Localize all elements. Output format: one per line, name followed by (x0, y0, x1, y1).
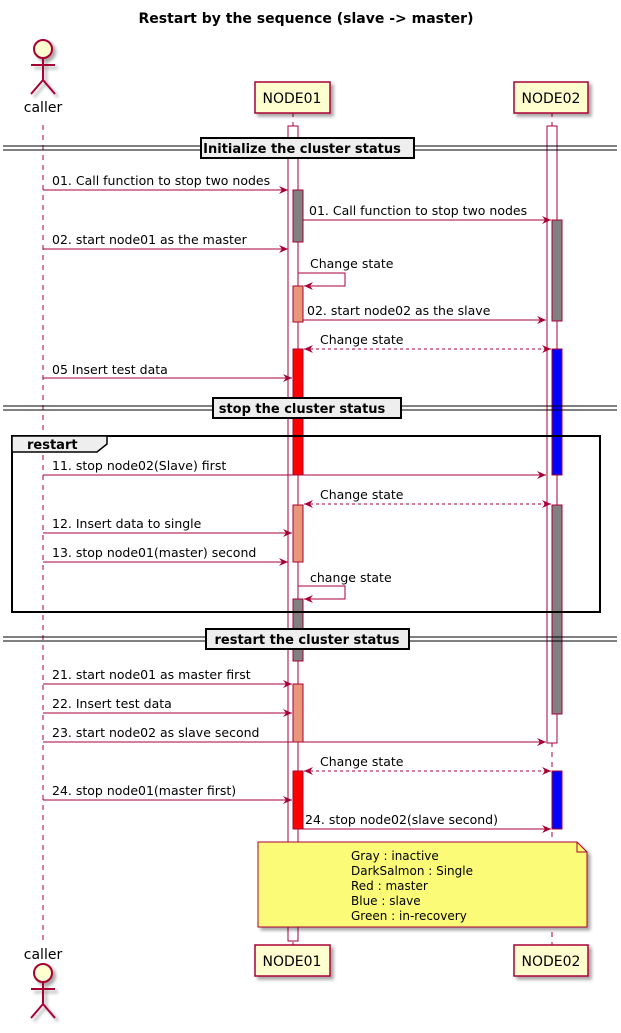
msg-01-caller-node01-label: 01. Call function to stop two nodes (52, 173, 270, 188)
divider-stop-label: stop the cluster status (219, 402, 386, 417)
msg-23-label: 23. start node02 as slave second (52, 725, 259, 740)
caller-label-bottom: caller (24, 947, 63, 963)
msg-11-label: 11. stop node02(Slave) first (52, 458, 226, 473)
legend-line-darksalmon: DarkSalmon : Single (351, 864, 473, 878)
divider-stop (3, 397, 617, 419)
legend-line-green: Green : in-recovery (351, 909, 467, 923)
node01-label-bottom: NODE01 (263, 954, 322, 970)
legend-line-blue: Blue : slave (351, 894, 421, 908)
caller-label-top: caller (24, 100, 63, 116)
node01-activation-salmon-3 (292, 683, 304, 743)
node02-activation-gray-2 (551, 504, 563, 715)
restart-group-frame (11, 435, 601, 613)
msg-01-node01-node02-label: 01. Call function to stop two nodes (309, 203, 527, 218)
node02-activation-gray-1 (551, 219, 563, 322)
node01-label-top: NODE01 (263, 91, 322, 107)
node02-label-top: NODE02 (522, 91, 581, 107)
diagram-title: Restart by the sequence (slave -> master… (139, 11, 474, 27)
node01-box-bottom (254, 944, 331, 977)
node02-box-top (513, 81, 589, 114)
msg-22-label: 22. Insert test data (52, 696, 172, 711)
msg-12-label: 12. Insert data to single (52, 516, 202, 531)
msg-24b-label: 24. stop node02(slave second) (305, 812, 498, 827)
msg-cs1-label: Change state (310, 256, 394, 271)
msg-cs4-self-arrow (298, 585, 346, 603)
legend-line-gray: Gray : inactive (351, 849, 439, 863)
legend-note-fold (576, 842, 587, 853)
node01-activation-red-2 (292, 770, 304, 830)
node02-box-bottom (513, 944, 589, 977)
msg-cs2-label: Change state (320, 332, 404, 347)
node02-label-bottom: NODE02 (522, 954, 581, 970)
msg-02-caller-node01-label: 02. start node01 as the master (52, 232, 248, 247)
msg-05-label: 05 Insert test data (52, 362, 168, 377)
caller-actor-top (30, 39, 56, 95)
msg-02-node01-node02-label: 02. start node02 as the slave (307, 303, 491, 318)
msg-13-label: 13. stop node01(master) second (52, 545, 256, 560)
caller-actor-bottom (30, 963, 56, 1019)
msg-24-label: 24. stop node01(master first) (52, 783, 236, 798)
msg-cs5-label: Change state (320, 754, 404, 769)
node01-activation-salmon-2 (292, 504, 304, 563)
legend-line-red: Red : master (351, 879, 428, 893)
node01-box-top (254, 81, 331, 114)
divider-init-label: Initialize the cluster status (203, 142, 401, 157)
divider-restart (3, 628, 617, 650)
node01-activation-gray-1 (292, 189, 304, 243)
msg-cs3-label: Change state (320, 487, 404, 502)
msg-cs1-self-arrow (298, 272, 346, 290)
node01-activation-salmon-1 (292, 285, 304, 323)
node02-activation-blue-1 (551, 348, 563, 476)
msg-21-label: 21. start node01 as master first (52, 667, 251, 682)
divider-restart-label: restart the cluster status (215, 633, 400, 648)
restart-group-label: restart (27, 438, 78, 453)
divider-init (3, 137, 617, 159)
node02-activation-blue-2 (551, 770, 563, 830)
msg-cs4-label: change state (310, 570, 392, 585)
legend-note (257, 841, 588, 928)
